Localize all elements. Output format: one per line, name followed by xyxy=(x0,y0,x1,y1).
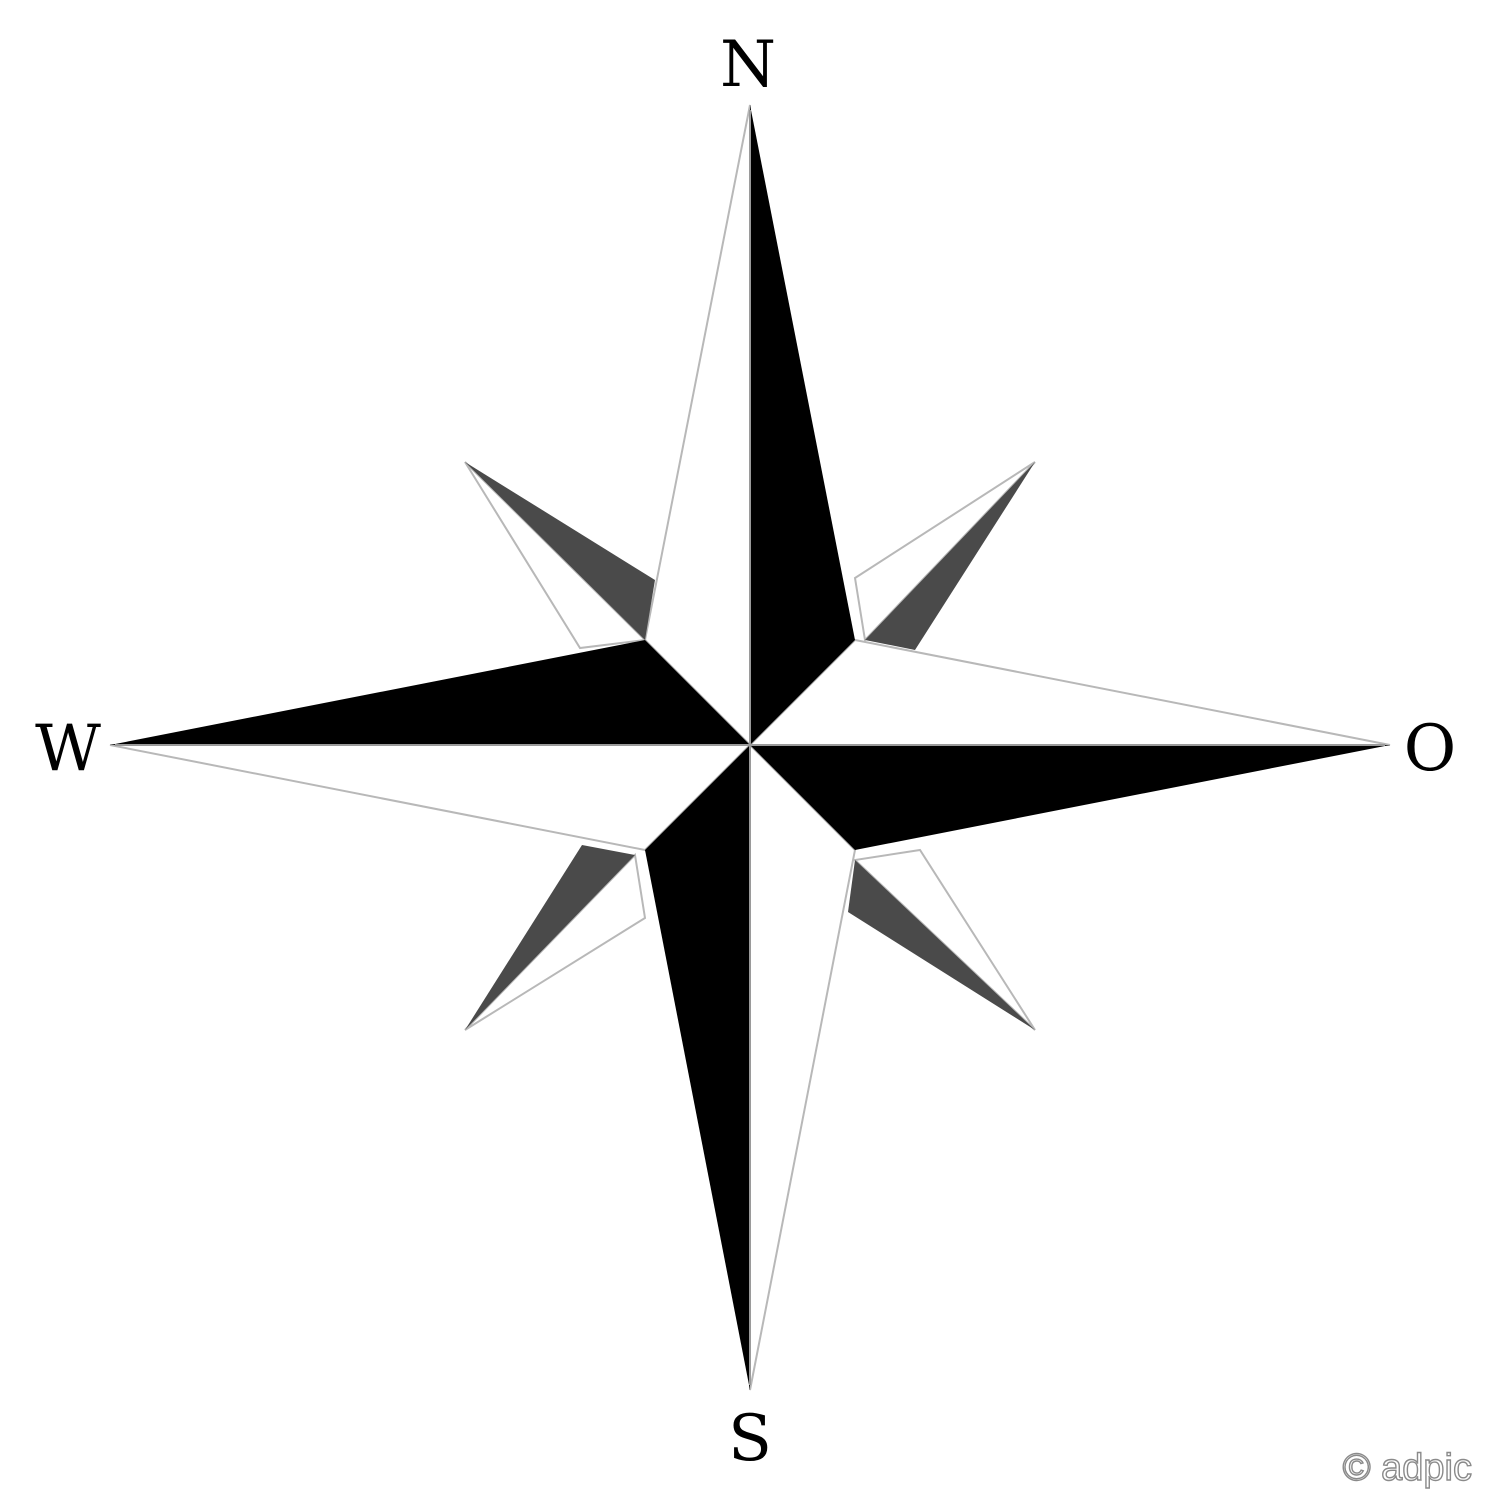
north-point xyxy=(750,105,855,745)
east-point-light-half xyxy=(747,638,1391,746)
west-point-light-half xyxy=(109,744,753,852)
southwest-point-light-half xyxy=(464,852,647,1031)
south-point xyxy=(645,745,750,1390)
southwest-point xyxy=(465,845,635,1030)
southeast-point-light-half xyxy=(852,848,1036,1031)
adpic-watermark: © adpic xyxy=(1343,1447,1472,1489)
intercardinal-points-dark xyxy=(465,462,1035,1030)
label-south: S xyxy=(728,1402,772,1476)
south-point-light-half xyxy=(749,742,857,1391)
cardinal-points-light xyxy=(109,104,1391,1391)
southeast-point xyxy=(848,860,1035,1030)
label-north: N xyxy=(720,28,776,102)
east-point xyxy=(750,745,1390,850)
northeast-point xyxy=(865,462,1035,650)
north-point-light-half xyxy=(643,104,751,748)
northeast-point-light-half xyxy=(853,461,1036,643)
northwest-point xyxy=(465,462,655,640)
cardinal-points-dark xyxy=(110,105,1390,1390)
label-west: W xyxy=(35,712,101,786)
label-east: O xyxy=(1404,712,1456,786)
northwest-point-light-half xyxy=(464,461,648,650)
west-point xyxy=(110,640,750,745)
center-axes xyxy=(115,110,1385,1385)
